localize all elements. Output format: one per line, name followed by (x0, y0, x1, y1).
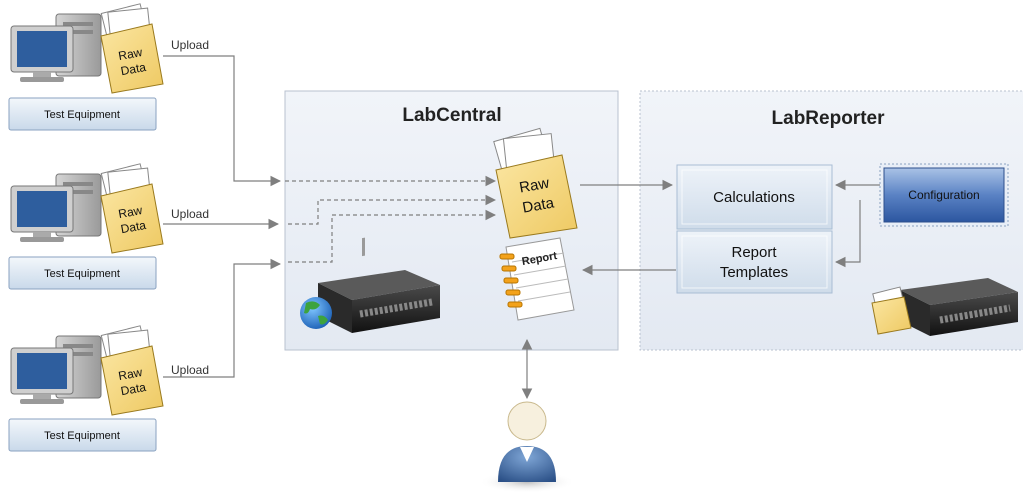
user-icon (479, 401, 575, 493)
report-notebook-icon: Report (499, 237, 575, 321)
test-equipment-2: Raw Data Upload Test Equipment (8, 163, 209, 290)
labreporter-title: LabReporter (772, 108, 886, 129)
test-equipment-label: Test Equipment (44, 109, 120, 121)
svg-text:Raw: Raw (117, 45, 143, 63)
upload-label: Upload (171, 207, 209, 221)
svg-text:Raw: Raw (117, 365, 143, 383)
upload-label: Upload (171, 38, 209, 52)
configuration-label: Configuration (908, 188, 979, 202)
test-equipment-button[interactable]: Test Equipment (8, 97, 157, 131)
svg-text:Raw: Raw (518, 175, 551, 197)
folder-icon (871, 286, 912, 335)
calculations-label: Calculations (713, 189, 795, 206)
test-equipment-3: Raw Data Upload Test Equipment (8, 325, 209, 452)
report-templates-box[interactable]: Report Templates (676, 230, 833, 294)
raw-data-folder-icon: Raw Data (100, 163, 164, 254)
labcentral-raw-data-folder-icon: Raw Data (493, 127, 578, 239)
raw-data-folder-icon: Raw Data (100, 325, 164, 416)
upload-arrow-1 (163, 55, 282, 187)
connectors (163, 55, 880, 400)
raw-data-folder-icon: Raw Data (100, 3, 164, 94)
report-templates-label-line1: Report (731, 244, 777, 261)
configuration-box[interactable]: Configuration (879, 163, 1009, 227)
svg-text:Raw: Raw (117, 203, 143, 221)
config-to-templates-arrow (834, 200, 861, 268)
labcentral-title: LabCentral (402, 105, 501, 126)
report-templates-label-line2: Templates (720, 264, 788, 281)
svg-text:Data: Data (120, 60, 148, 78)
test-equipment-button[interactable]: Test Equipment (8, 418, 157, 452)
svg-text:Data: Data (120, 218, 148, 236)
test-equipment-button[interactable]: Test Equipment (8, 256, 157, 290)
upload-arrow-3 (163, 258, 282, 378)
svg-text:Data: Data (120, 380, 148, 398)
dashed-links (285, 175, 497, 263)
upload-label: Upload (171, 363, 209, 377)
computer-icon (10, 173, 102, 242)
test-equipment-label: Test Equipment (44, 430, 120, 442)
test-equipment-label: Test Equipment (44, 268, 120, 280)
labreporter-server-icon (871, 278, 1018, 336)
labcentral-server-icon (300, 237, 440, 333)
computer-icon (10, 335, 102, 404)
calculations-box[interactable]: Calculations (676, 164, 833, 230)
svg-text:Data: Data (521, 194, 556, 216)
computer-icon (10, 13, 102, 82)
test-equipment-1: Raw Data Upload Test Equipment (8, 3, 209, 131)
